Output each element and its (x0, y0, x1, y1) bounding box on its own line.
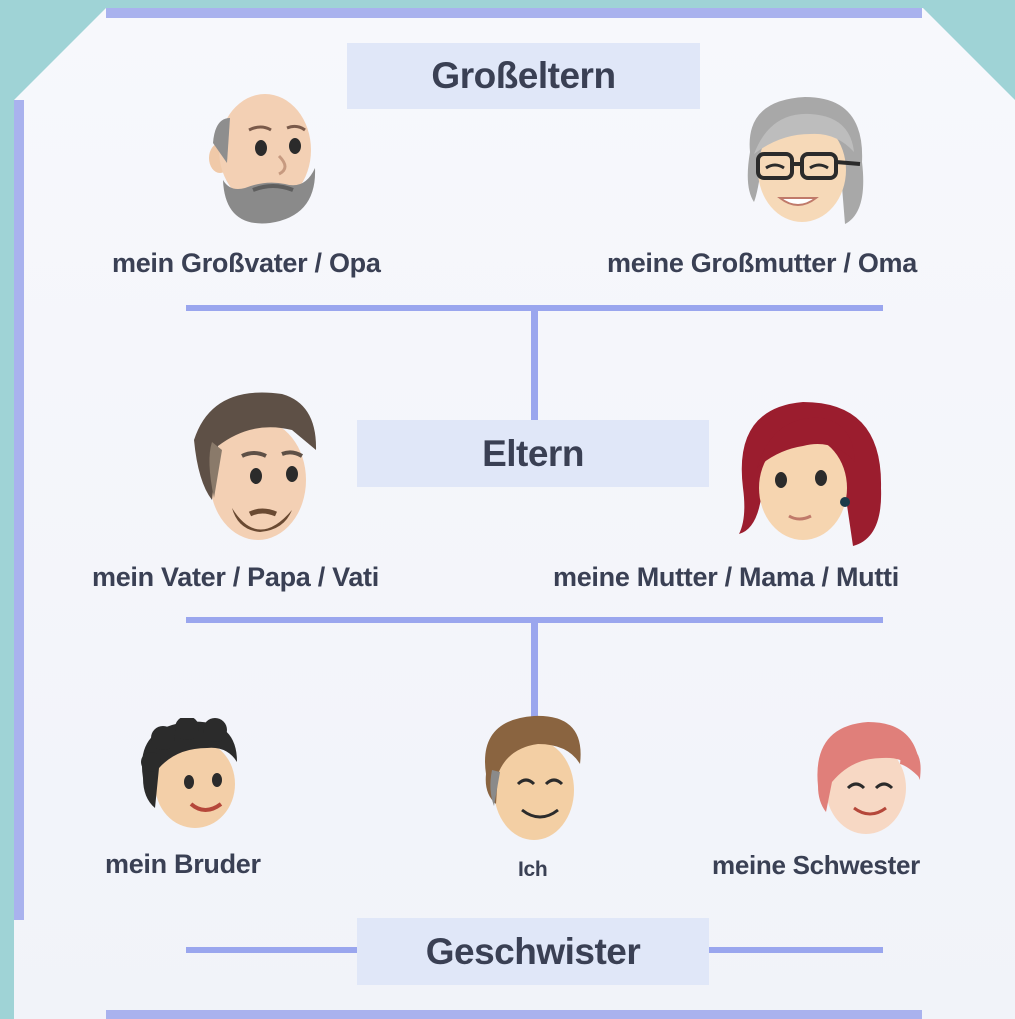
smiling-boy-face-icon (485, 715, 581, 840)
red-haired-woman-face-icon (739, 402, 882, 546)
grandparents-to-parents-line (531, 308, 538, 420)
bearded-man-face-icon (194, 392, 317, 540)
label-grandmother: meine Großmutter / Oma (607, 248, 917, 278)
label-mother: meine Mutter / Mama / Mutti (553, 562, 899, 592)
card-border-bottom (106, 1010, 922, 1019)
grey-haired-woman-glasses-face-icon (747, 97, 864, 224)
label-grandfather: mein Großvater / Opa (112, 248, 381, 278)
card-border-left (14, 100, 24, 920)
label-father: mein Vater / Papa / Vati (92, 562, 379, 592)
curly-haired-boy-face-icon (141, 718, 237, 828)
label-brother: mein Bruder (105, 849, 261, 879)
bald-bearded-man-face-icon (209, 94, 316, 224)
heading-parents: Eltern (357, 420, 709, 487)
label-sister: meine Schwester (712, 850, 920, 880)
siblings-line-right (706, 947, 883, 953)
label-me: Ich (518, 858, 548, 881)
siblings-line-left (186, 947, 358, 953)
card-border-top (106, 8, 922, 18)
parents-to-children-line (531, 620, 538, 720)
heading-siblings: Geschwister (357, 918, 709, 985)
heading-grandparents: Großeltern (347, 43, 700, 109)
pink-haired-girl-face-icon (817, 722, 921, 834)
